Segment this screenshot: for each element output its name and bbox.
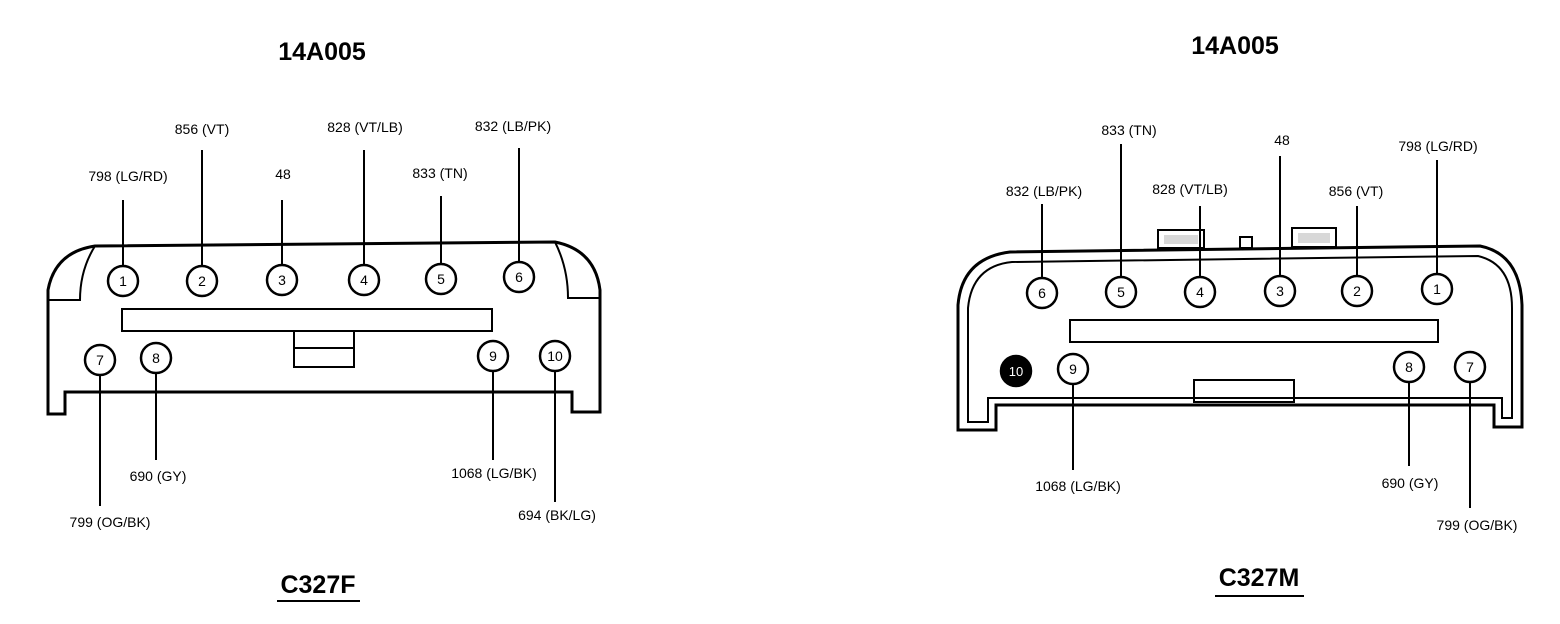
- right-connector: 14A005 6: [956, 32, 1524, 597]
- right-part-number: 14A005: [1191, 32, 1279, 60]
- svg-text:8: 8: [152, 350, 160, 366]
- right-wire-label-pin-1: 798 (LG/RD): [1398, 138, 1477, 154]
- svg-text:3: 3: [278, 272, 286, 288]
- right-wire-label-pin-5: 833 (TN): [1101, 122, 1156, 138]
- right-wire-label-pin-9: 1068 (LG/BK): [1035, 478, 1121, 494]
- svg-text:10: 10: [547, 348, 563, 364]
- left-pin-3: 3: [265, 263, 299, 297]
- left-pin-8: 8: [139, 341, 173, 375]
- left-pin-2: 2: [185, 264, 219, 298]
- left-pin-1: 1: [106, 264, 140, 298]
- left-wire-label-pin-6: 832 (LB/PK): [475, 118, 551, 134]
- svg-text:8: 8: [1405, 359, 1413, 375]
- right-housing: [956, 227, 1524, 432]
- svg-text:6: 6: [515, 269, 523, 285]
- svg-text:2: 2: [1353, 283, 1361, 299]
- right-pin-8: 8: [1392, 350, 1426, 384]
- right-wire-label-pin-6: 832 (LB/PK): [1006, 183, 1082, 199]
- left-part-number: 14A005: [278, 38, 366, 66]
- svg-text:1: 1: [1433, 281, 1441, 297]
- right-pin-7: 7: [1453, 350, 1487, 384]
- left-pin-6: 6: [502, 260, 536, 294]
- right-latch: [1193, 379, 1295, 403]
- svg-text:7: 7: [1466, 359, 1474, 375]
- svg-text:4: 4: [360, 272, 368, 288]
- left-pin-9: 9: [476, 339, 510, 373]
- right-leader-lines: [1041, 144, 1471, 508]
- svg-text:6: 6: [1038, 285, 1046, 301]
- left-pin-5: 5: [424, 262, 458, 296]
- left-wire-label-pin-2: 856 (VT): [175, 121, 229, 137]
- left-housing: [46, 240, 602, 416]
- right-wire-label-pin-7: 799 (OG/BK): [1437, 517, 1518, 533]
- right-pin-6: 6: [1025, 276, 1059, 310]
- left-wire-label-pin-10: 694 (BK/LG): [518, 507, 596, 523]
- svg-text:5: 5: [1117, 284, 1125, 300]
- right-pin-10: 10: [999, 354, 1033, 388]
- left-connector-name: C327F: [280, 571, 355, 599]
- right-pin-3: 3: [1263, 274, 1297, 308]
- left-wire-label-pin-7: 799 (OG/BK): [70, 514, 151, 530]
- right-wire-label-pin-4: 828 (VT/LB): [1152, 181, 1227, 197]
- svg-text:1: 1: [119, 273, 127, 289]
- left-wire-label-pin-8: 690 (GY): [130, 468, 187, 484]
- svg-text:4: 4: [1196, 284, 1204, 300]
- svg-text:2: 2: [198, 273, 206, 289]
- right-pin-4: 4: [1183, 275, 1217, 309]
- left-connector: 14A005 1: [46, 38, 602, 602]
- right-wire-label-pin-2: 856 (VT): [1329, 183, 1383, 199]
- right-pin-5: 5: [1104, 275, 1138, 309]
- svg-text:9: 9: [1069, 361, 1077, 377]
- right-connector-name: C327M: [1219, 564, 1300, 592]
- left-wire-label-pin-9: 1068 (LG/BK): [451, 465, 537, 481]
- left-wire-label-pin-3: 48: [275, 166, 291, 182]
- left-wire-label-pin-4: 828 (VT/LB): [327, 119, 402, 135]
- left-pin-7: 7: [83, 343, 117, 377]
- svg-text:5: 5: [437, 271, 445, 287]
- left-wire-label-pin-1: 798 (LG/RD): [88, 168, 167, 184]
- svg-text:9: 9: [489, 348, 497, 364]
- left-wire-label-pin-5: 833 (TN): [412, 165, 467, 181]
- right-pin-2: 2: [1340, 274, 1374, 308]
- right-contact-slot: [1069, 319, 1439, 343]
- right-pin-1: 1: [1420, 272, 1454, 306]
- right-wire-label-pin-8: 690 (GY): [1382, 475, 1439, 491]
- left-pin-4: 4: [347, 263, 381, 297]
- left-pin-10: 10: [538, 339, 572, 373]
- left-contact-slot: [121, 308, 493, 332]
- svg-text:7: 7: [96, 352, 104, 368]
- svg-text:10: 10: [1009, 364, 1023, 379]
- left-leader-lines: [99, 148, 556, 506]
- svg-text:3: 3: [1276, 283, 1284, 299]
- right-pin-9: 9: [1056, 352, 1090, 386]
- right-wire-label-pin-3: 48: [1274, 132, 1290, 148]
